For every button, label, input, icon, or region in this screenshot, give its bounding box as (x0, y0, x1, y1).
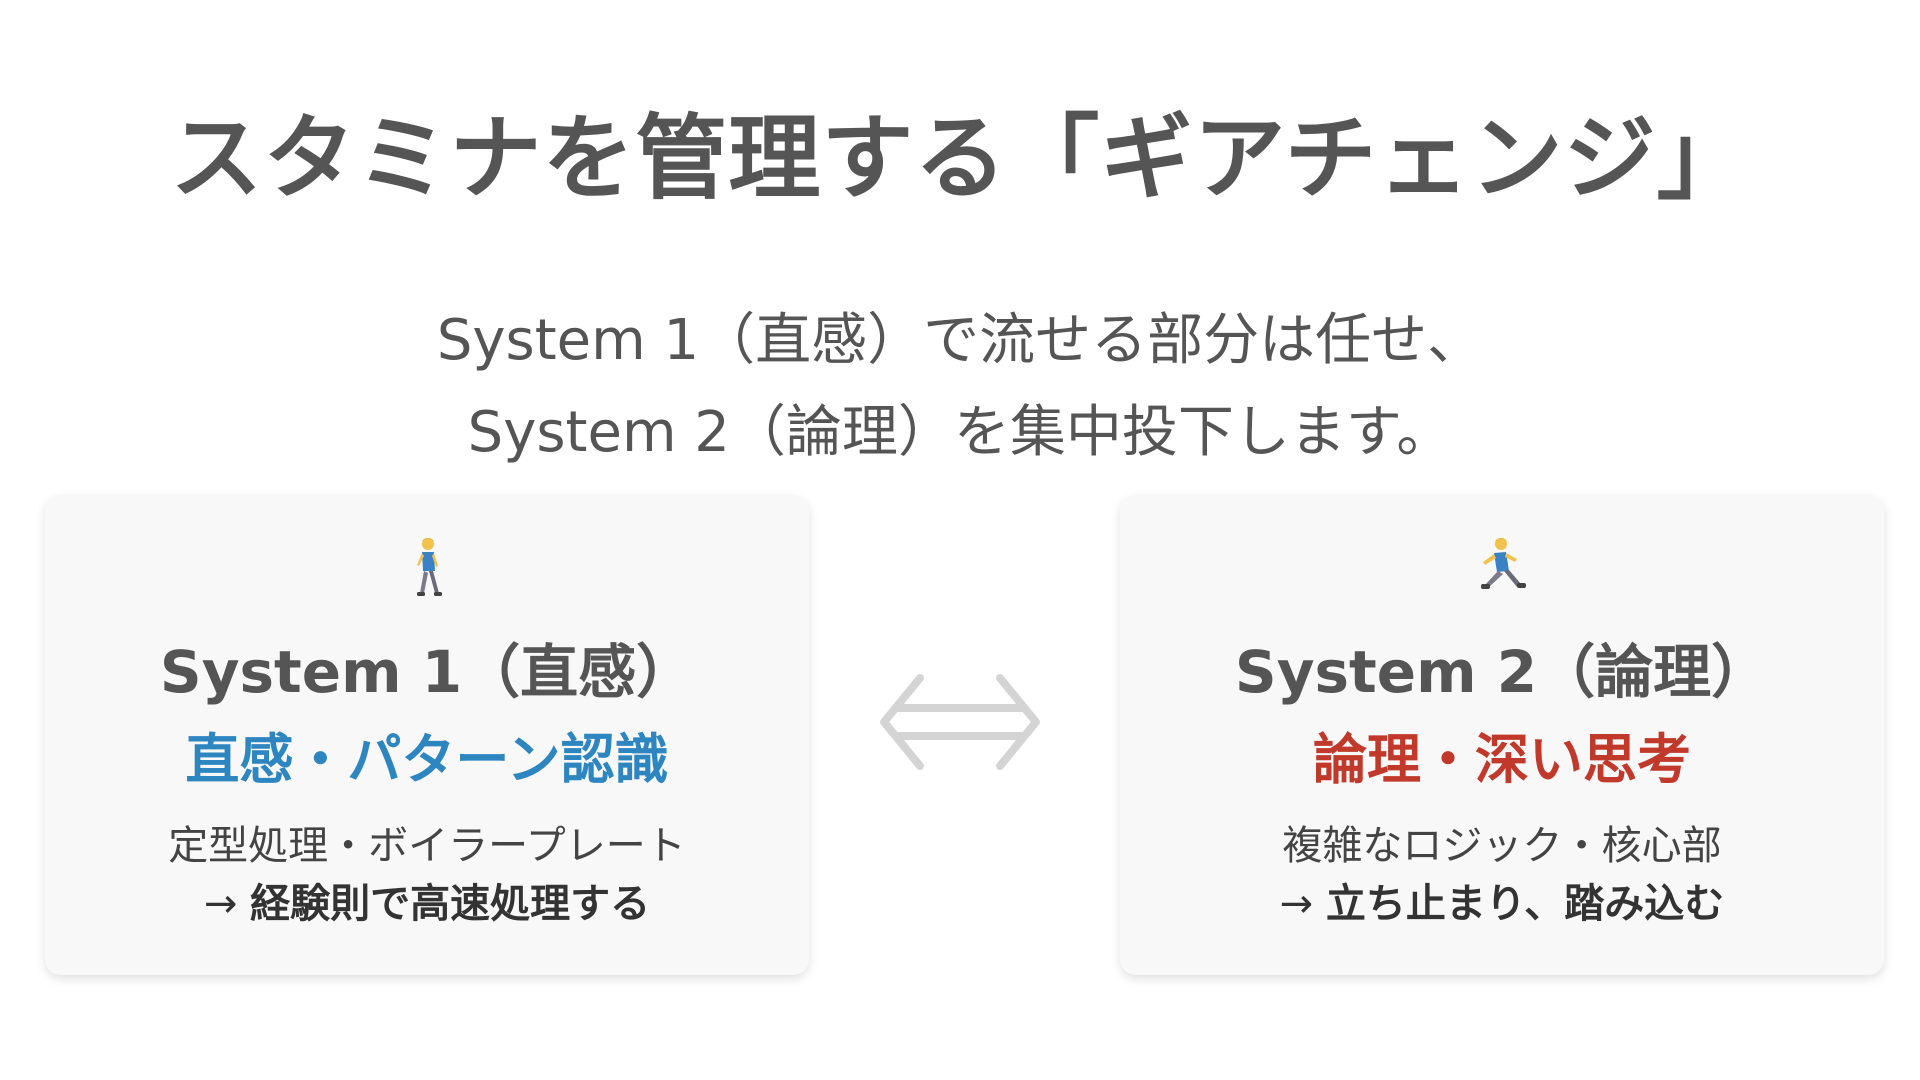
system-2-desc-result: → 立ち止まり、踏み込む (1120, 875, 1884, 933)
right-arrow-icon: → (1279, 881, 1314, 927)
person-running-icon (1120, 535, 1884, 605)
subtitle-line-1: System 1（直感）で流せる部分は任せ、 (436, 308, 1484, 373)
person-walking-icon (45, 535, 809, 605)
system-1-keyword: 直感・パターン認識 (185, 728, 669, 791)
system-2-desc-strong: 立ち止まり、踏み込む (1325, 881, 1725, 927)
system-2-card: System 2（論理） 論理・深い思考 複雑なロジック・核心部 → 立ち止まり… (1120, 495, 1884, 975)
slide-subtitle: System 1（直感）で流せる部分は任せ、 System 2（論理）を集中投下… (0, 295, 1920, 479)
system-1-description: 定型処理・ボイラープレート → 経験則で高速処理する (45, 817, 809, 933)
system-2-heading: System 2（論理） (1234, 638, 1770, 706)
system-2-desc-line: 複雑なロジック・核心部 (1282, 823, 1722, 869)
right-arrow-icon: → (203, 881, 238, 927)
subtitle-line-2: System 2（論理）を集中投下します。 (467, 400, 1453, 465)
slide-title: スタミナを管理する「ギアチェンジ」 (170, 105, 1750, 212)
system-2-keyword: 論理・深い思考 (1313, 728, 1691, 791)
system-1-card: System 1（直感） 直感・パターン認識 定型処理・ボイラープレート → 経… (45, 495, 809, 975)
left-right-double-arrow-icon (880, 670, 1040, 774)
system-1-heading: System 1（直感） (159, 638, 695, 706)
system-1-desc-line: 定型処理・ボイラープレート (168, 823, 686, 869)
system-1-desc-result: → 経験則で高速処理する (45, 875, 809, 933)
system-2-description: 複雑なロジック・核心部 → 立ち止まり、踏み込む (1120, 817, 1884, 933)
system-1-desc-strong: 経験則で高速処理する (250, 881, 651, 927)
